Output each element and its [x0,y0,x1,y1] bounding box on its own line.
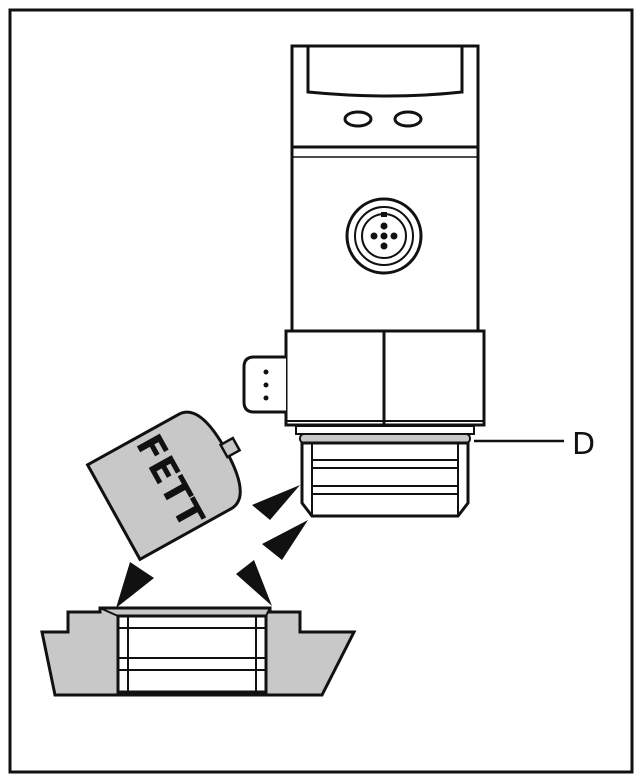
arrow-thread-lower-icon [262,520,308,560]
sensor-housing [290,44,480,334]
thread-connection [300,441,470,518]
side-tab [242,355,286,414]
display-window [306,46,464,98]
arrow-thread-upper-icon [252,485,300,520]
callout-label-d: D [572,427,595,462]
grease-application-arrows [116,485,308,608]
seal-ring [295,425,475,444]
arrow-socket-left-icon [116,562,154,608]
arrow-socket-right-icon [236,560,272,606]
grease-tube: FETT [85,410,242,562]
button-left-icon [343,110,373,128]
button-right-icon [393,110,423,128]
weld-socket [40,606,357,697]
m12-connector-icon [345,197,423,275]
pressure-sensor [290,44,480,334]
hex-nut [284,329,486,427]
